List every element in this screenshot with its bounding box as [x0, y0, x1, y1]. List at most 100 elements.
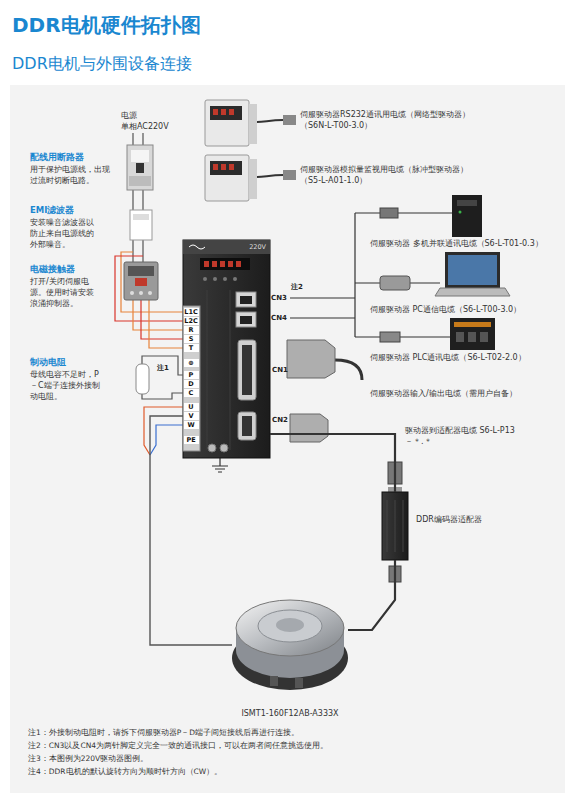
port-name: CN1 — [272, 366, 288, 375]
servo-driver — [242, 416, 252, 436]
motor-box: ISMT1-160F12AB-A333X — [232, 598, 348, 692]
laptop — [435, 288, 510, 296]
part-note: 安装噪音滤波器以防止来自电源线的外部噪音。 — [30, 217, 100, 250]
encoder-adapter — [382, 492, 408, 560]
cable-plug — [380, 276, 410, 290]
voltage-tag: 220V — [249, 243, 266, 251]
encoder-adapter-box: DDR编码器适配器 — [382, 492, 408, 560]
servo-driver — [183, 306, 200, 451]
contactor — [139, 291, 143, 295]
multi-driver — [459, 211, 462, 214]
terminal-name: U — [184, 403, 199, 411]
cable-label: 伺服驱动器 PLC通讯电缆（S6-L-T02-2.0） — [370, 352, 526, 363]
driver-icon — [257, 120, 283, 122]
driver-icon — [257, 175, 283, 177]
servo-driver — [183, 240, 270, 458]
comm-cable — [290, 213, 380, 337]
encoder-adapter — [387, 500, 403, 552]
driver-icon — [221, 164, 226, 170]
terminal-name: W — [184, 421, 199, 429]
terminal-name: S — [184, 335, 199, 343]
servo-driver — [238, 412, 256, 440]
terminal-name: ⊕ — [184, 359, 199, 367]
servo-driver — [208, 444, 216, 452]
terminal-name: R — [184, 326, 199, 334]
contactor — [135, 278, 147, 286]
contactor — [148, 291, 152, 295]
servo-driver — [212, 261, 217, 267]
servo-driver — [189, 245, 205, 249]
servo-driver — [238, 340, 256, 400]
servo-driver — [183, 240, 270, 458]
cable-label: 伺服驱动器RS232通讯用电缆（网络型驱动器） （S6N-L-T00-3.0） — [300, 109, 485, 131]
terminal-name: V — [184, 412, 199, 420]
panel-ground — [10, 85, 565, 793]
power-label: 电源 单相AC220V — [121, 110, 181, 132]
cable-plug — [380, 208, 398, 218]
driver-icon — [213, 164, 218, 170]
terminal-name: P — [184, 371, 199, 379]
multi-driver — [452, 195, 482, 237]
port-name: CN3 — [271, 294, 287, 303]
emi-filter — [133, 214, 149, 220]
plc — [468, 332, 476, 342]
ddr-motor — [270, 676, 278, 686]
plc — [450, 318, 495, 350]
terminal-name: L1C — [184, 308, 199, 316]
port-name: CN4 — [271, 314, 287, 323]
plc — [450, 318, 495, 350]
servo-driver — [236, 312, 256, 327]
servo-driver — [213, 277, 217, 281]
multi-driver — [457, 200, 477, 206]
part-heading: EMI滤波器 — [30, 205, 74, 216]
circuit-breaker — [129, 176, 151, 186]
driver-icon — [249, 104, 257, 144]
contactor — [124, 262, 158, 300]
servo-driver — [204, 261, 209, 267]
motor-power-cable — [150, 416, 232, 645]
driver-icon — [221, 109, 226, 115]
adapter-name: DDR编码器适配器 — [416, 514, 482, 525]
cable-label: 伺服驱动器 PC通信电缆（S6-L-T00-3.0） — [370, 304, 521, 315]
servo-driver — [242, 345, 252, 395]
plc — [480, 332, 488, 342]
laptop — [435, 252, 510, 296]
plc — [454, 322, 491, 327]
comm-cable — [398, 213, 452, 337]
encoder-cable — [270, 434, 395, 492]
servo-driver — [207, 290, 230, 450]
driver-icon — [205, 100, 249, 146]
part-note: 打开/关闭伺服电源。使用时请安装浪涌抑制器。 — [30, 276, 100, 309]
terminal-name: PE — [184, 436, 199, 444]
ddr-motor — [276, 618, 304, 632]
part-heading: 制动电阻 — [30, 357, 66, 368]
motor-encoder-cable — [348, 560, 395, 630]
circuit-breaker — [136, 163, 144, 173]
servo-driver — [228, 261, 233, 267]
cable-plug — [380, 332, 400, 342]
servo-driver — [240, 316, 252, 324]
brake-resistor — [136, 364, 149, 394]
driver-icon — [229, 109, 234, 115]
ddr-motor — [232, 600, 348, 690]
servo-driver — [203, 277, 207, 281]
part-heading: 配线用断路器 — [30, 152, 84, 163]
footnote: 注3：本图例为220V驱动器图例。 — [28, 754, 148, 764]
plc — [456, 332, 464, 342]
emi-filter — [130, 210, 152, 240]
laptop — [445, 252, 500, 288]
footnote: 注1：外接制动电阻时，请拆下伺服驱动器P－D端子间短接线后再进行连接。 — [28, 728, 299, 738]
callout-number: 注1 — [157, 364, 169, 373]
emi-filter — [130, 210, 152, 240]
terminal-name: T — [184, 344, 199, 352]
servo-driver — [220, 261, 225, 267]
terminal-name: C — [184, 389, 199, 397]
servo-driver — [223, 277, 227, 281]
contactor — [124, 262, 158, 300]
cable-label: 伺服驱动器 多机并联通讯电缆（S6-L-T01-0.3） — [370, 238, 543, 249]
servo-driver — [240, 296, 252, 304]
laptop — [448, 255, 497, 285]
callout-number: 注2 — [291, 283, 303, 292]
power-wire — [141, 300, 183, 339]
